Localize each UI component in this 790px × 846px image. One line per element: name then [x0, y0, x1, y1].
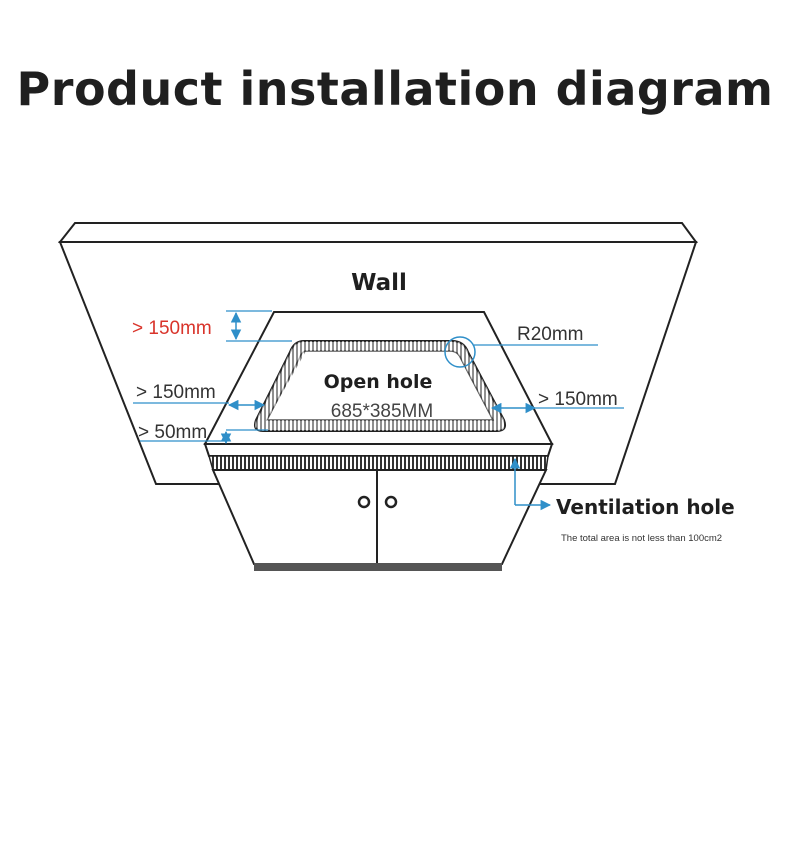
top-clearance-label: > 150mm	[132, 318, 212, 339]
wall-label: Wall	[351, 270, 407, 296]
cabinet-knob-right	[384, 495, 398, 509]
front-clearance-dimension	[140, 429, 268, 445]
left-clearance-label: > 150mm	[136, 382, 216, 403]
page-title: Product installation diagram	[16, 62, 774, 116]
ventilation-note: The total area is not less than 100cm2	[561, 533, 722, 544]
ventilation-pointer	[509, 457, 552, 511]
corner-radius-marker	[444, 336, 476, 368]
open-hole-size: 685*385MM	[331, 401, 433, 422]
open-hole	[253, 340, 507, 432]
corner-radius-label: R20mm	[517, 324, 584, 345]
right-clearance-label: > 150mm	[538, 389, 618, 410]
cabinet	[208, 455, 549, 571]
top-clearance-dimension	[226, 310, 292, 342]
front-clearance-label: > 50mm	[138, 422, 207, 443]
left-clearance-dimension	[133, 399, 266, 411]
open-hole-title: Open hole	[324, 371, 433, 393]
cabinet-knob-left	[357, 495, 371, 509]
ventilation-title: Ventilation hole	[556, 495, 735, 519]
